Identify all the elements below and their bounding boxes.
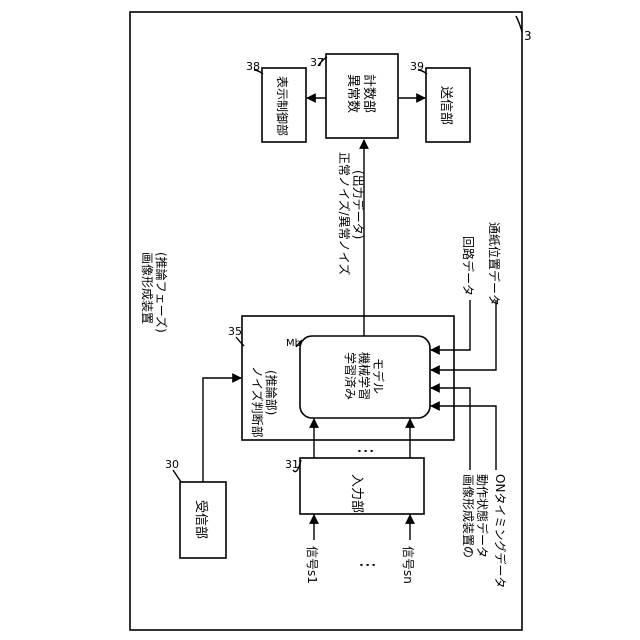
device-ref-label: 3: [524, 29, 532, 43]
judge-ref: 35: [228, 325, 242, 338]
input-label: 入力部: [349, 474, 364, 513]
counter-ref: 37: [310, 56, 324, 69]
device-ref-leader: [516, 16, 522, 32]
signal-dots: ⋮: [357, 556, 378, 574]
receiver-ref: 30: [165, 458, 179, 471]
judge-label-line2: (推論部): [264, 370, 279, 415]
on-timing-data-label: ONタイミングデータ: [493, 474, 508, 588]
model-label-line3: モデル: [371, 358, 386, 394]
model-label-line1: 学習済み: [343, 352, 358, 400]
output-label-line2: (出力データ): [351, 170, 366, 239]
operation-state-label-line1: 画像形成装置の: [461, 474, 475, 558]
device-title-line2: (推論フェーズ): [154, 252, 169, 333]
counter-label-line2: 計数部: [361, 74, 377, 113]
model-label-line2: 機械学習: [357, 352, 372, 400]
device-title-line1: 画像形成装置: [140, 252, 154, 324]
input-model-dots: ⋮: [355, 442, 376, 460]
signal-sn-label: 信号sn: [401, 546, 415, 584]
arrow-receiver-to-judge: [203, 378, 241, 482]
receiver-label: 受信部: [193, 500, 208, 539]
signal-s1-label: 信号s1: [305, 546, 319, 584]
output-label-line1: 正常ノイズ/異常ノイズ: [337, 152, 352, 275]
circuit-data-label: 回路データ: [461, 236, 476, 296]
display-label: 表示制御部: [275, 76, 290, 136]
receiver-ref-leader: [173, 470, 181, 482]
operation-state-label-line2: 動作状態データ: [475, 474, 490, 558]
sender-label: 送信部: [438, 86, 453, 125]
judge-label-line1: ノイズ判断部: [250, 366, 265, 438]
paper-position-data-label: 通紙位置データ: [487, 222, 502, 306]
input-ref: 31: [285, 458, 299, 471]
counter-label-line1: 異常数: [345, 74, 360, 113]
